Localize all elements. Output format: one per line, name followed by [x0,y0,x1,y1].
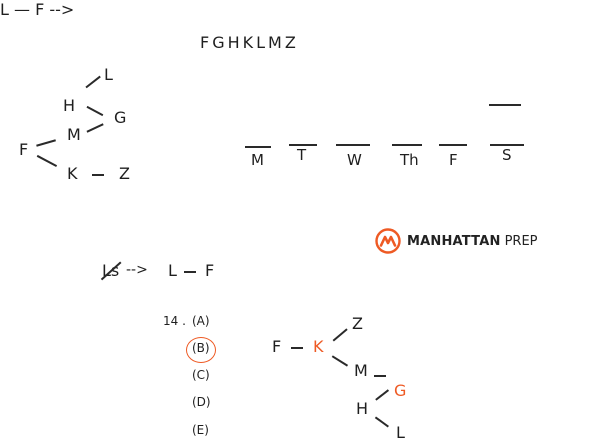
tree-left-edge-k-z [92,174,104,176]
tree-left-node-f: F [19,140,29,159]
slot-extra-top [489,104,521,106]
option-d[interactable]: (D) [192,395,211,409]
tree-left-node-l: L [104,65,113,84]
tree-right-edge-h-l [375,416,389,428]
tree-left-edge-f-k [36,154,58,167]
slot-th [392,144,422,146]
option-c[interactable]: (C) [192,368,210,382]
brand-name: MANHATTAN [407,233,501,249]
slot-m [245,146,271,148]
day-t: T [297,146,307,164]
tree-right-node-f: F [272,337,282,356]
day-w: W [347,151,362,169]
tree-right-node-h: H [356,399,369,418]
tree-right-node-k: K [313,337,324,356]
day-th: Th [400,151,419,169]
tree-left-edge-m-g [86,123,104,133]
day-m: M [251,151,264,169]
rule-arrow: --> [126,262,148,278]
tree-right-edge-g-h [375,389,389,401]
tree-right-node-m: M [354,361,368,380]
tree-left-edge-f-m [36,139,56,147]
slot-w [336,144,370,146]
manhattan-prep-logo-icon [375,228,401,254]
tree-right-edge-k-m [331,355,349,367]
tree-right-node-g: G [394,381,407,400]
letters-header: FGHKLMZ [200,33,299,52]
tree-right-node-z: Z [352,314,363,333]
brand-sub: PREP [504,233,538,249]
slot-s [490,144,524,146]
tree-right-edge-f-k [291,347,303,349]
slot-t [289,144,317,146]
option-a[interactable]: (A) [192,314,210,328]
tree-right-edge-k-z [332,328,348,342]
option-e[interactable]: (E) [192,423,209,437]
tree-left-node-m: M [67,125,81,144]
tree-left-edge-h-l [85,75,101,88]
rule-result-f: F [205,261,215,280]
day-f: F [449,151,458,169]
option-b[interactable]: (B) [192,341,210,355]
tree-left-node-h: H [63,96,76,115]
tree-left-node-k: K [67,164,78,183]
selected-option-circle [186,337,216,363]
rule-dash [184,271,196,273]
slot-f [439,144,467,146]
rule-result-l: L [168,261,177,280]
tree-left-node-g: G [114,108,127,127]
tree-right-edge-m-g [374,375,386,377]
brand-logo-group: MANHATTAN PREP [375,228,538,254]
tree-left-node-z: Z [119,164,130,183]
tree-left-edge-h-g [86,105,104,116]
tree-right-node-l: L [396,423,405,442]
day-s: S [502,146,512,164]
question-number: 14 . [163,314,186,328]
